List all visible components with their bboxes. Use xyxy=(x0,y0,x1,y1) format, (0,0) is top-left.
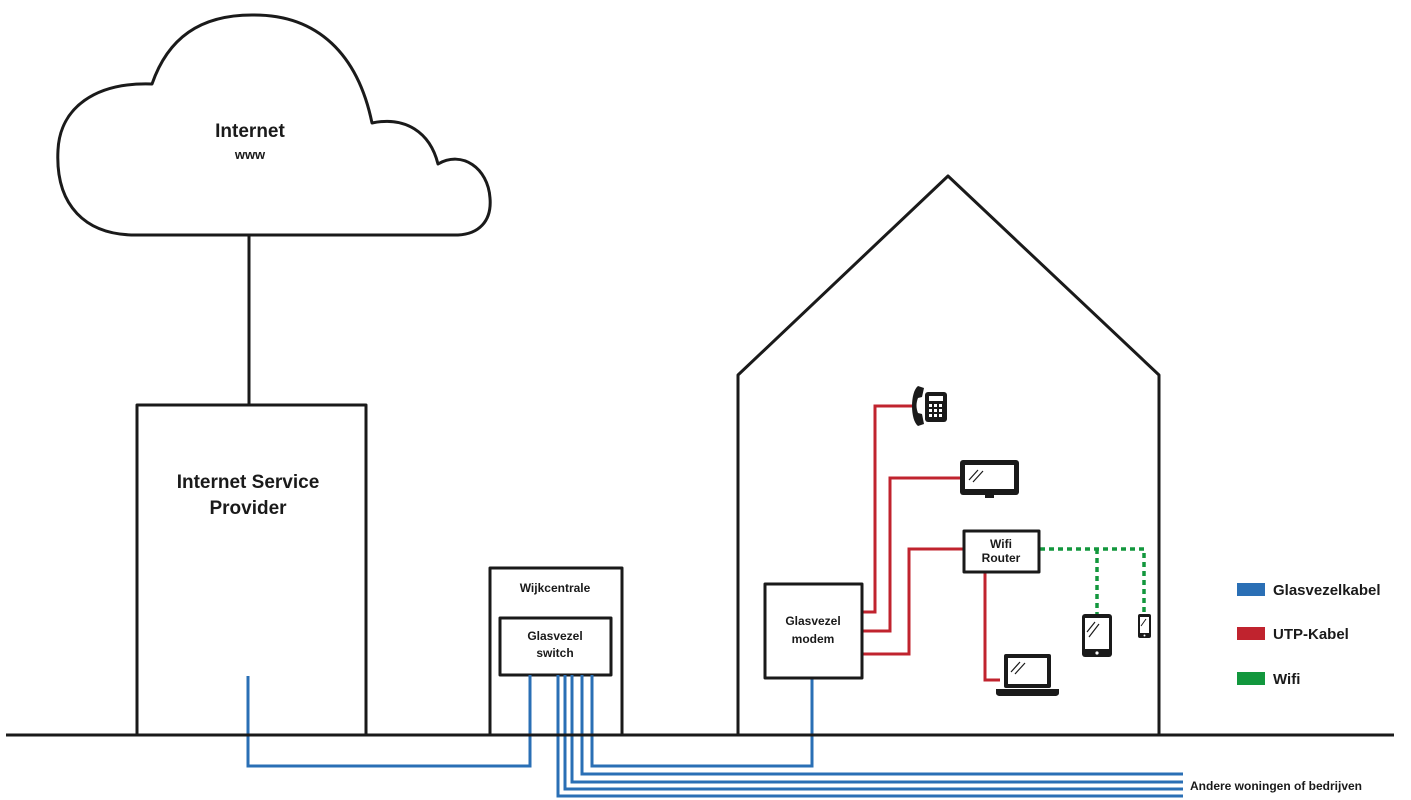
wifi-router-line xyxy=(1040,547,1146,614)
internet-label: Internet xyxy=(215,121,285,142)
isp-box xyxy=(135,403,368,737)
utp-modem-phone xyxy=(862,404,913,614)
fiber-cables xyxy=(246,675,1183,798)
fiber-other-3 xyxy=(563,675,1183,791)
legend-item-utp-kabel: UTP-Kabel xyxy=(1237,626,1349,643)
glasvezel-modem: Glasvezel modem xyxy=(763,582,864,680)
legend-item-wifi: Wifi xyxy=(1237,671,1300,688)
phone-icon xyxy=(912,386,947,426)
legend-label: Wifi xyxy=(1273,671,1300,688)
wifi-router: Wifi Router xyxy=(962,529,1041,574)
monitor-icon xyxy=(960,460,1019,498)
utp-modem-router xyxy=(862,547,965,656)
legend: Glasvezelkabel UTP-Kabel Wifi xyxy=(1237,582,1381,688)
wijkcentrale-label: Wijkcentrale xyxy=(520,581,591,595)
legend-swatch xyxy=(1237,627,1265,640)
legend-swatch xyxy=(1237,583,1265,596)
smartphone-icon xyxy=(1138,614,1151,638)
internet-cloud: Internet www xyxy=(56,13,492,237)
fiber-other-2 xyxy=(570,675,1183,784)
fiber-other-1 xyxy=(580,675,1183,776)
glasvezel-switch-box xyxy=(498,616,613,677)
router-box xyxy=(962,529,1041,574)
switch-label-line2: switch xyxy=(536,646,573,660)
legend-swatch xyxy=(1237,672,1265,685)
fiber-isp-switch xyxy=(246,675,532,768)
laptop-icon xyxy=(996,654,1059,696)
isp-label-line1: Internet Service xyxy=(177,472,320,493)
wijkcentrale: Wijkcentrale Glasvezel switch xyxy=(488,566,624,737)
utp-modem-monitor xyxy=(862,476,960,633)
internet-sub-label: www xyxy=(234,147,266,162)
utp-cables xyxy=(862,404,1000,682)
legend-item-glasvezelkabel: Glasvezelkabel xyxy=(1237,582,1381,599)
router-label-line2: Router xyxy=(982,551,1021,565)
utp-router-laptop xyxy=(983,572,1000,682)
fiber-other-4 xyxy=(556,675,1183,798)
legend-label: UTP-Kabel xyxy=(1273,626,1349,643)
modem-label-line1: Glasvezel xyxy=(785,614,840,628)
modem-box xyxy=(763,582,864,680)
wifi-links xyxy=(1040,547,1146,614)
switch-label-line1: Glasvezel xyxy=(527,629,582,643)
isp-building: Internet Service Provider xyxy=(135,403,368,737)
router-label-line1: Wifi xyxy=(990,537,1012,551)
legend-label: Glasvezelkabel xyxy=(1273,582,1381,599)
fiber-switch-modem xyxy=(590,675,814,768)
isp-label-line2: Provider xyxy=(209,498,287,519)
modem-label-line2: modem xyxy=(792,632,835,646)
other-homes-label: Andere woningen of bedrijven xyxy=(1190,779,1362,793)
tablet-icon xyxy=(1082,614,1112,657)
cloud-shape xyxy=(56,13,492,237)
